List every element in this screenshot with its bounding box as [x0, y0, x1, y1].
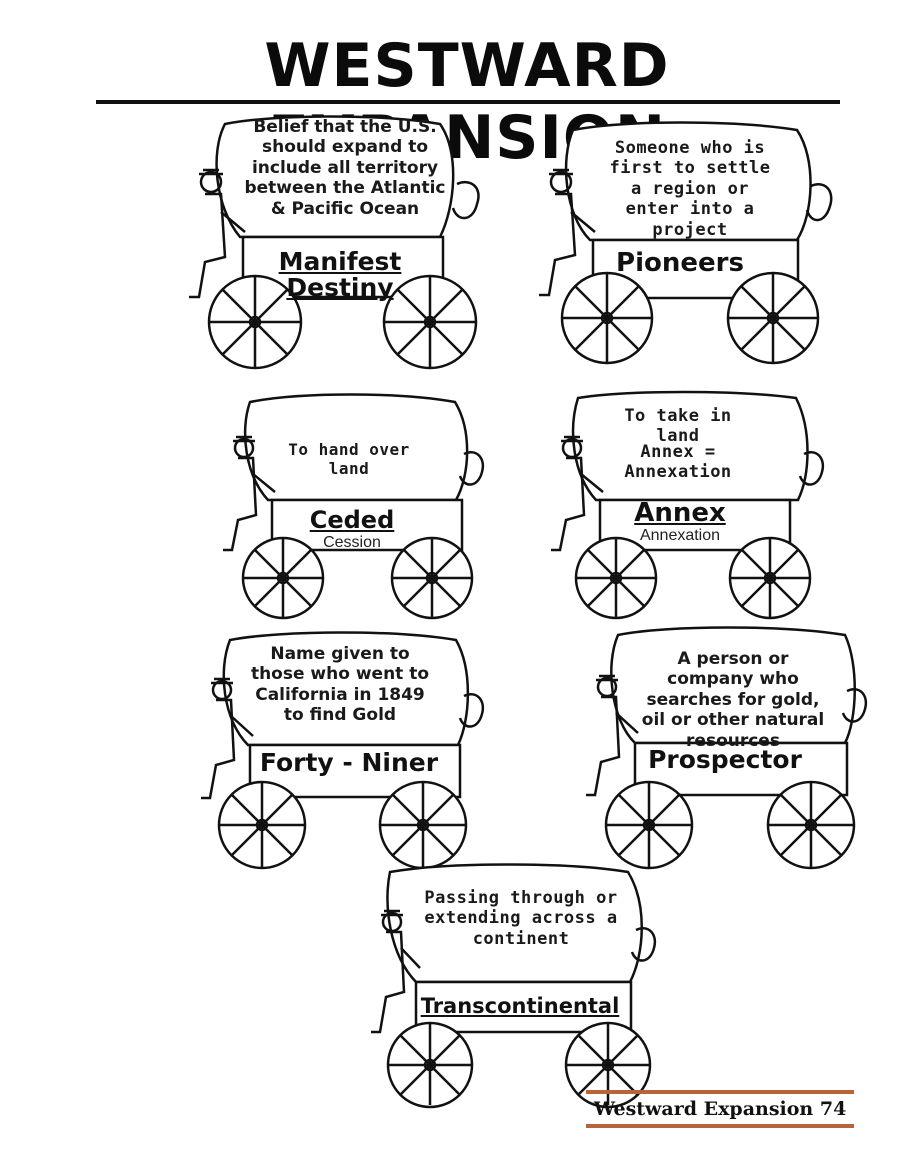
- covered-wagon-illustration: [539, 121, 833, 365]
- vocab-term: Pioneers: [616, 248, 744, 278]
- wagon-card-prospector: A person or company who searches for gol…: [583, 625, 868, 870]
- definition-text: Passing through or extending across a co…: [424, 888, 618, 949]
- definition-text: Someone who is first to settle a region …: [609, 138, 771, 240]
- wagon-card-pioneers: Someone who is first to settle a region …: [535, 120, 835, 370]
- vocab-term: Prospector: [648, 745, 802, 774]
- vocab-term: Annex: [634, 498, 726, 528]
- definition-text: Name given to those who went to Californ…: [250, 644, 430, 726]
- wagon-card-forty-niner: Name given to those who went to Californ…: [198, 630, 485, 870]
- vocab-term: Ceded: [309, 506, 395, 534]
- covered-wagon-illustration: [189, 115, 480, 370]
- title-underline: [96, 100, 840, 104]
- covered-wagon-illustration: [201, 631, 485, 870]
- wagon-card-annex: To take in land Annex = Annexation Annex…: [548, 390, 828, 620]
- covered-wagon-illustration: [551, 390, 825, 620]
- definition-text: Belief that the U.S. should expand to in…: [244, 117, 446, 219]
- definition-text: To take in land: [624, 406, 732, 447]
- vocab-term: Transcontinental: [420, 994, 620, 1018]
- covered-wagon-illustration: [223, 393, 485, 620]
- vocab-subterm: Cession: [323, 534, 381, 551]
- covered-wagon-illustration: [371, 863, 657, 1109]
- page-footer: Westward Expansion 74: [586, 1090, 854, 1128]
- vocab-subterm: Annexation: [639, 527, 721, 544]
- covered-wagon-illustration: [586, 626, 868, 870]
- vocab-term: Forty - Niner: [259, 748, 439, 777]
- wagon-card-manifest-destiny: Belief that the U.S. should expand to in…: [185, 112, 485, 374]
- wagon-card-ceded: To hand over land Ceded Cession: [220, 390, 490, 620]
- definition-text-equation: Annex = Annexation: [624, 442, 732, 483]
- vocab-term: Manifest Destiny: [278, 247, 402, 302]
- wagon-card-transcontinental: Passing through or extending across a co…: [368, 860, 668, 1109]
- definition-text: To hand over land: [288, 440, 410, 479]
- footer-label: Westward Expansion 74: [593, 1098, 847, 1120]
- definition-text: A person or company who searches for gol…: [641, 649, 825, 751]
